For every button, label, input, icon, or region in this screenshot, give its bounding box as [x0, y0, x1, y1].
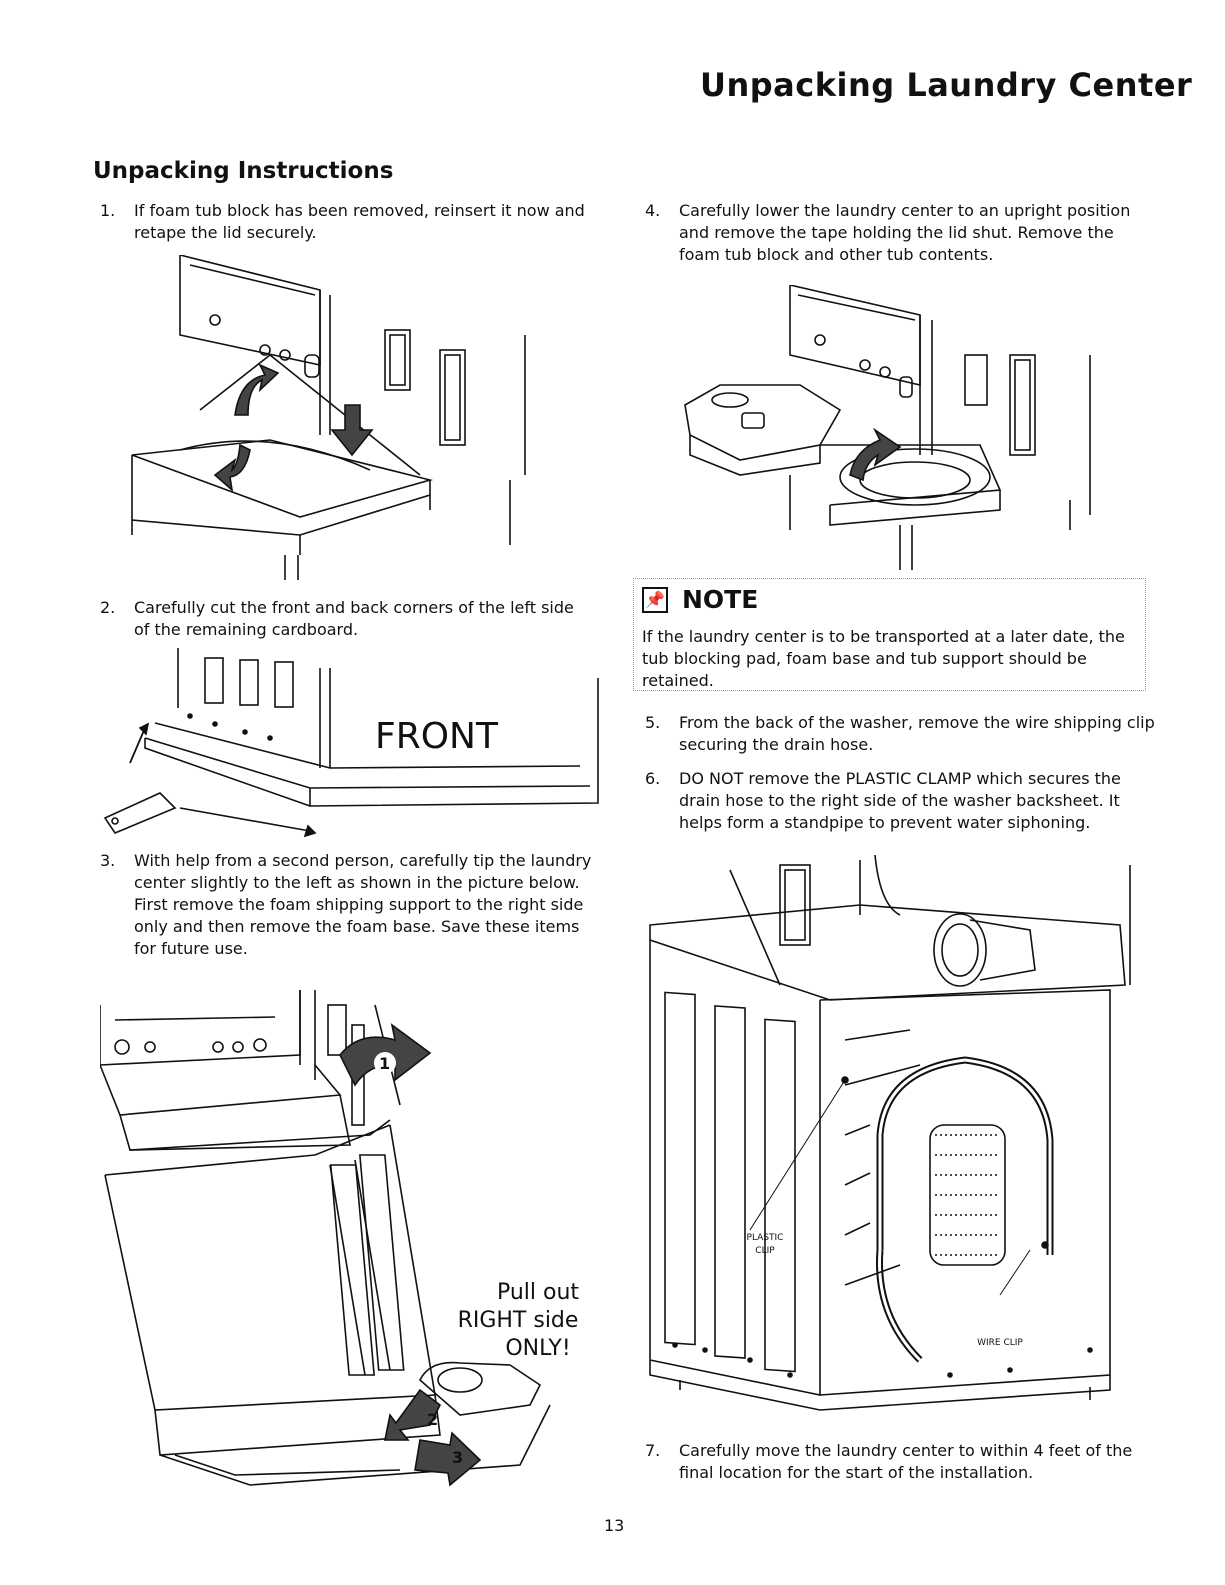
pushpin-icon: 📌 — [642, 586, 668, 613]
step-6: 6. DO NOT remove the PLASTIC CLAMP which… — [645, 768, 1155, 834]
step-1: 1. If foam tub block has been removed, r… — [100, 200, 590, 244]
step-number: 3. — [100, 851, 116, 870]
step-text: DO NOT remove the PLASTIC CLAMP which se… — [679, 769, 1121, 832]
note-heading: NOTE — [682, 585, 759, 614]
step-badge-2: 2 — [427, 1410, 438, 1429]
plastic-clip-label-line2: CLIP — [755, 1246, 775, 1256]
step-number: 1. — [100, 201, 116, 220]
front-label: FRONT — [375, 716, 499, 757]
step-3: 3. With help from a second person, caref… — [100, 850, 600, 960]
step-text: Carefully move the laundry center to wit… — [679, 1441, 1133, 1482]
note-header: 📌 NOTE — [642, 585, 758, 614]
step-4: 4. Carefully lower the laundry center to… — [645, 200, 1155, 266]
step-number: 4. — [645, 201, 661, 220]
step-text: With help from a second person, carefull… — [134, 851, 592, 958]
step-5: 5. From the back of the washer, remove t… — [645, 712, 1155, 756]
figure-cut-corners: FRONT — [100, 648, 610, 843]
step-text: If foam tub block has been removed, rein… — [134, 201, 585, 242]
section-title: Unpacking Instructions — [93, 158, 394, 184]
step-number: 7. — [645, 1441, 661, 1460]
figure-washer-back: PLASTIC CLIP WIRE CLIP — [630, 855, 1140, 1430]
callout-right-side: RIGHT side — [458, 1308, 579, 1333]
figure-tip-laundry-center: 1 2 3 Pull out RIGHT side ONLY! — [100, 985, 600, 1495]
plastic-clip-label: PLASTIC — [747, 1233, 784, 1243]
page-title: Unpacking Laundry Center — [700, 66, 1193, 104]
step-badge-1: 1 — [379, 1054, 390, 1073]
figure-remove-tub-block — [680, 285, 1100, 570]
step-number: 5. — [645, 713, 661, 732]
callout-only: ONLY! — [505, 1336, 570, 1361]
step-text: From the back of the washer, remove the … — [679, 713, 1155, 754]
step-text: Carefully lower the laundry center to an… — [679, 201, 1131, 264]
wire-clip-label: WIRE CLIP — [977, 1338, 1023, 1348]
step-text: Carefully cut the front and back corners… — [134, 598, 574, 639]
step-badge-3: 3 — [452, 1448, 463, 1467]
note-text: If the laundry center is to be transport… — [642, 627, 1125, 690]
note-box: 📌 NOTE If the laundry center is to be tr… — [633, 578, 1146, 691]
step-number: 6. — [645, 769, 661, 788]
step-number: 2. — [100, 598, 116, 617]
step-2: 2. Carefully cut the front and back corn… — [100, 597, 590, 641]
figure-reinsert-tub-block — [120, 255, 540, 585]
callout-pull-out: Pull out — [497, 1280, 579, 1305]
step-7: 7. Carefully move the laundry center to … — [645, 1440, 1155, 1484]
page-number: 13 — [604, 1516, 625, 1535]
